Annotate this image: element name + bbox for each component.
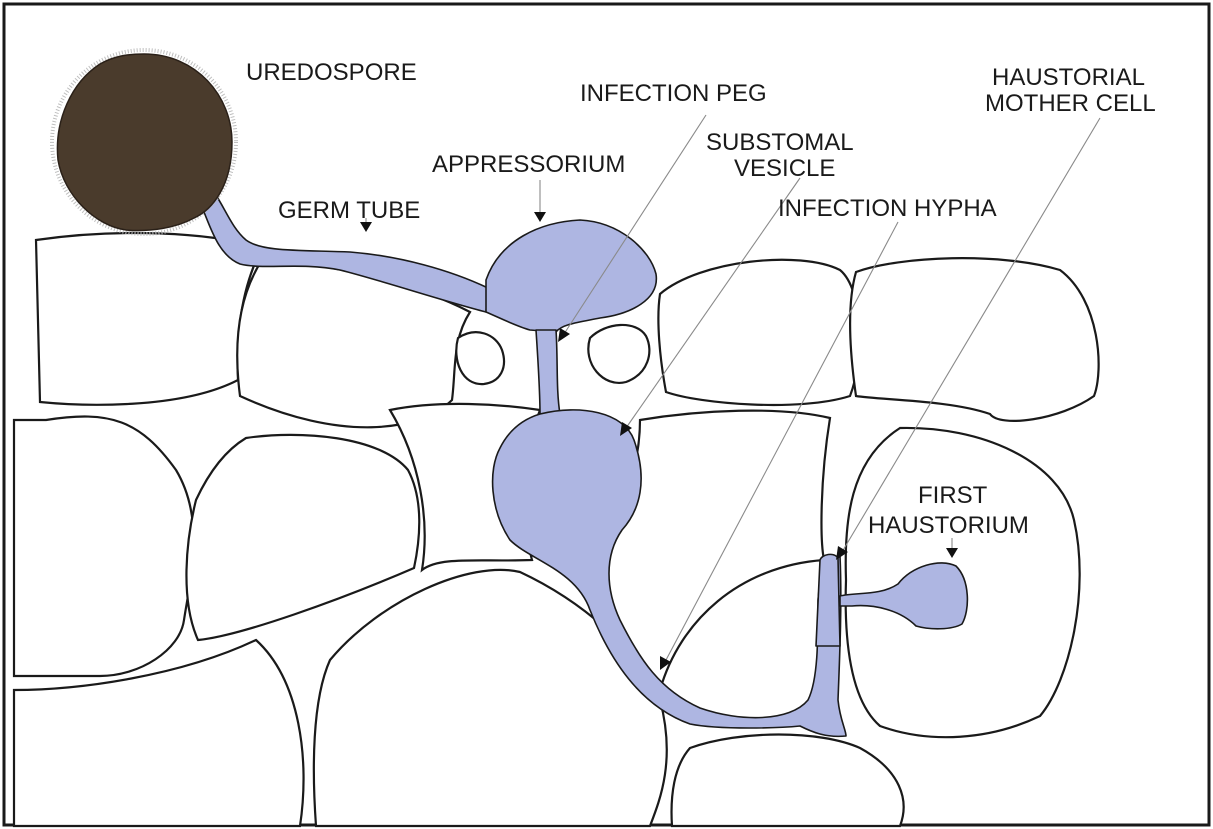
spore-body (57, 54, 232, 231)
uredospore (52, 50, 236, 234)
label-appressorium: APPRESSORIUM (432, 151, 625, 178)
leaf-cell (658, 260, 859, 405)
label-germ-tube: GERM TUBE (278, 197, 420, 224)
leaf-cell (456, 332, 504, 384)
label-uredospore: UREDOSPORE (246, 59, 417, 86)
leaf-cell (672, 735, 904, 827)
label-substomal-line2: VESICLE (734, 155, 835, 182)
leaf-cell (186, 435, 419, 640)
label-infection-hypha: INFECTION HYPHA (778, 195, 997, 222)
infection-peg (536, 330, 560, 414)
appressorium-arrowhead (534, 212, 546, 222)
appressorium (486, 220, 656, 332)
label-haustorial-line2: MOTHER CELL (985, 90, 1156, 117)
label-infection-peg: INFECTION PEG (580, 80, 767, 107)
leaf-cell (850, 258, 1099, 421)
infection-peg-arrowhead (558, 328, 570, 342)
label-haustorial-line1: HAUSTORIAL (992, 64, 1145, 91)
label-substomal-line1: SUBSTOMAL (706, 129, 854, 156)
leaf-cell (14, 417, 194, 676)
leaf-cell (588, 325, 649, 383)
label-first-line1: FIRST (918, 482, 988, 509)
leaf-cell (36, 233, 262, 405)
label-first-line2: HAUSTORIUM (868, 512, 1029, 539)
haustorial-mother-cell (816, 554, 840, 646)
